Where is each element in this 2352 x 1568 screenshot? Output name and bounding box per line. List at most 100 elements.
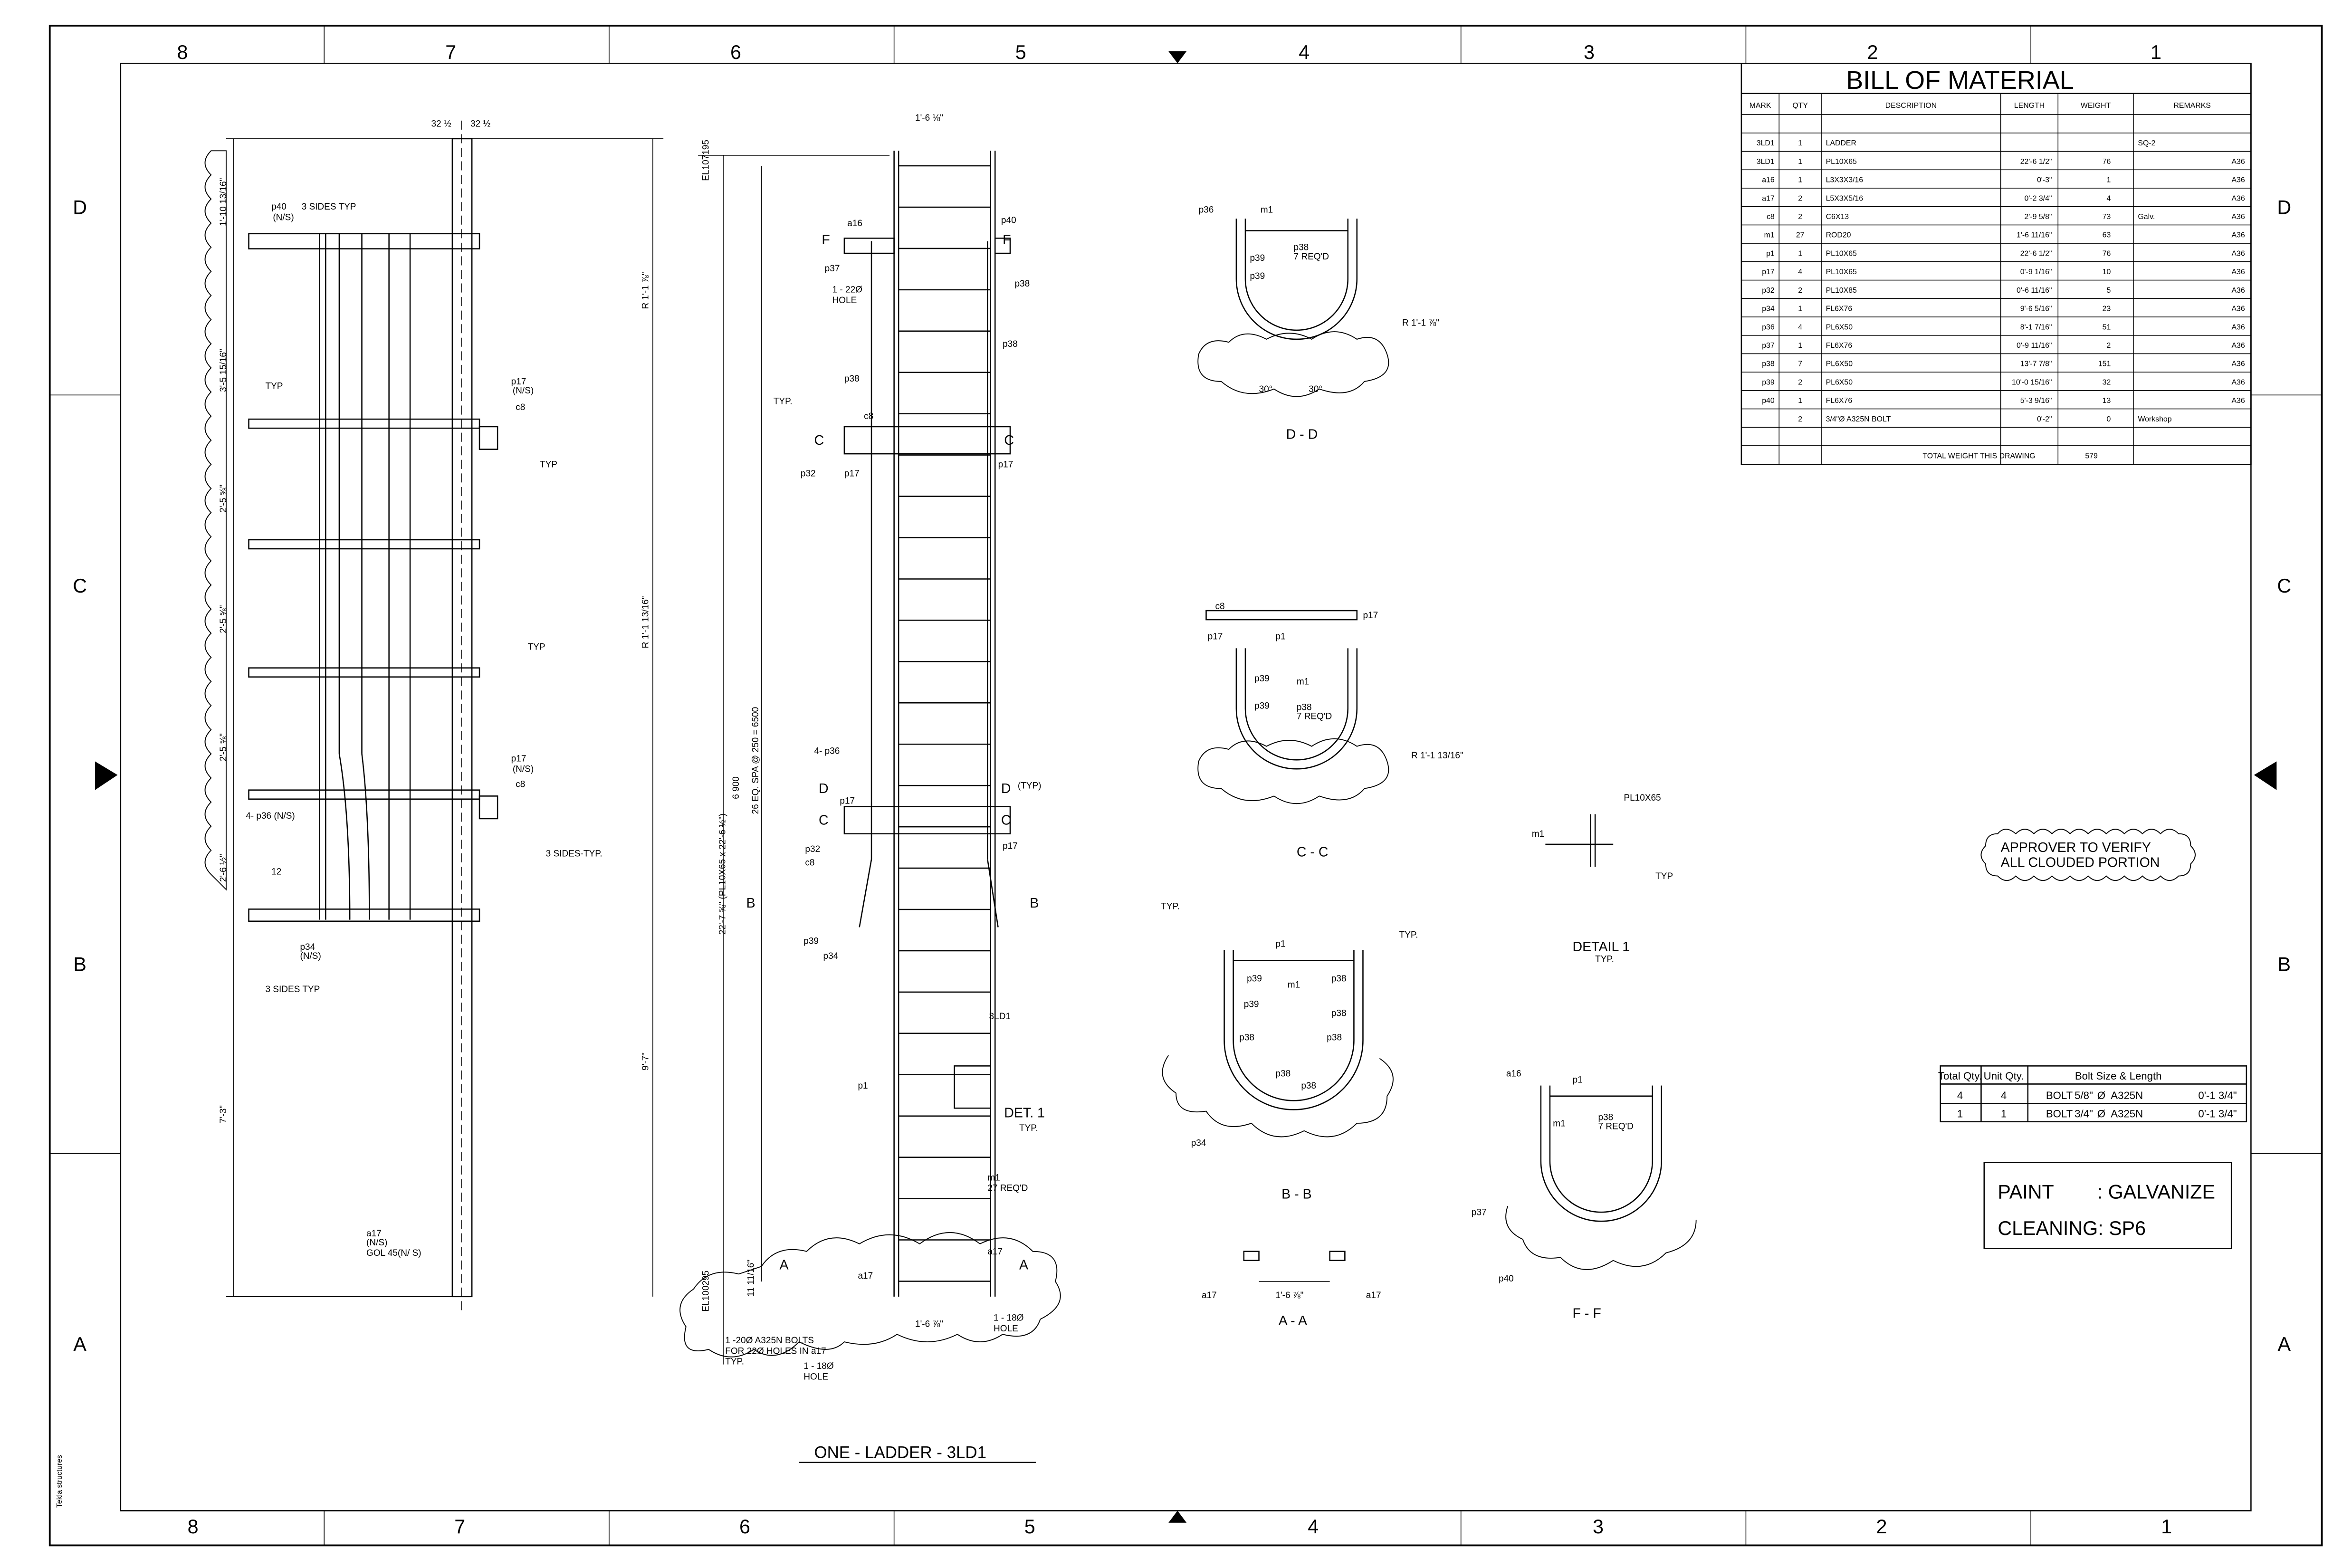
- bom-length: 22'-6 1/2": [2020, 249, 2052, 258]
- dim: 2'-5 ⅝": [219, 733, 229, 761]
- bom-grade: A36: [2231, 231, 2245, 239]
- paint-note: PAINT : GALVANIZE: [1998, 1181, 2215, 1203]
- col-label: 2: [1867, 41, 1878, 63]
- section-marker-a[interactable]: A: [1019, 1258, 1028, 1273]
- callout: 1 - 22Ø: [832, 285, 863, 295]
- paint-notes-box: PAINT : GALVANIZE CLEANING: SP6: [1983, 1162, 2232, 1249]
- bom-qty: 1: [1798, 342, 1802, 350]
- bolt-length: 0'-1 3/4": [2198, 1090, 2237, 1101]
- callout: p17: [511, 377, 526, 387]
- callout: p17: [1208, 631, 1223, 641]
- callout: a17: [366, 1229, 382, 1239]
- col-label: 6: [739, 1516, 750, 1538]
- bom-weight: 0: [2106, 415, 2111, 423]
- bom-description: PL10X85: [1826, 287, 1857, 295]
- bom-weight: 32: [2103, 378, 2111, 386]
- bom-mark: 3LD1: [1757, 158, 1775, 166]
- col-label: 5: [1024, 1516, 1035, 1538]
- callout: 30°: [1259, 384, 1273, 394]
- bolt-list-table: Total Qty. Unit Qty. Bolt Size & Length …: [1938, 1065, 2247, 1123]
- bom-mark: p34: [1762, 305, 1775, 313]
- bolt-type: BOLT: [2046, 1090, 2073, 1101]
- bom-qty: 1: [1798, 176, 1802, 184]
- section-marker-d[interactable]: D: [819, 781, 829, 796]
- bom-header: LENGTH: [2014, 102, 2045, 110]
- section-marker-d[interactable]: D: [1001, 781, 1011, 796]
- row-label: C: [2277, 575, 2291, 597]
- row-label: D: [2277, 197, 2291, 219]
- bom-weight: 10: [2103, 268, 2111, 276]
- section-marker-b[interactable]: B: [746, 896, 755, 911]
- callout: HOLE: [994, 1324, 1018, 1334]
- bolt-length: 0'-1 3/4": [2198, 1108, 2237, 1119]
- callout: p38: [1275, 1069, 1291, 1079]
- section-marker-b[interactable]: B: [1030, 896, 1039, 911]
- side-elevation-view: 32 ½ 32 ½ 1'-10 13/16" 3'-5 15/16" 2'-5 …: [204, 119, 664, 1312]
- bom-length: 13'-7 7/8": [2020, 360, 2052, 368]
- col-label: 7: [445, 41, 456, 63]
- bom-length: 8'-1 7/16": [2020, 323, 2052, 331]
- section-markers: F F C C D D C C B B A A: [746, 232, 1039, 1273]
- row-label: C: [73, 575, 87, 597]
- callout: p34: [300, 942, 315, 952]
- section-b-b: B - B TYP. TYP. p1 m1 p39 p39 p38 p38 p3…: [1161, 901, 1418, 1202]
- cleaning-note: CLEANING: SP6: [1998, 1217, 2146, 1239]
- callout: 1 - 18Ø: [994, 1313, 1024, 1323]
- dim: 2'-5 ⅝": [219, 485, 229, 513]
- sheet-border: 8 7 6 5 4 3 2 1 8 7 6 5 4 3 2 1 D C B A …: [48, 25, 2323, 1547]
- detail-callout: DET. 1: [1004, 1105, 1045, 1120]
- view-title: D - D: [1286, 427, 1318, 442]
- bom-description: ROD20: [1826, 231, 1851, 239]
- section-marker-a[interactable]: A: [779, 1258, 788, 1273]
- bom-description: LADDER: [1826, 139, 1856, 147]
- section-marker-c[interactable]: C: [814, 433, 824, 448]
- bolt-type: BOLT: [2046, 1108, 2073, 1119]
- dim: 2'-5 ⅝": [219, 605, 229, 633]
- bom-qty: 1: [1798, 139, 1802, 147]
- bom-grade: A36: [2231, 323, 2245, 331]
- callout: p38: [1003, 339, 1018, 349]
- section-marker-f[interactable]: F: [1003, 232, 1011, 248]
- section-marker-c[interactable]: C: [1004, 433, 1014, 448]
- callout: c8: [516, 402, 525, 412]
- callout: p39: [1247, 974, 1262, 984]
- callout: p39: [1244, 1000, 1259, 1010]
- callout: p38: [1014, 279, 1030, 289]
- dim: 1'-6 ⅛": [915, 113, 943, 123]
- dimension-labels: 32 ½ 32 ½ 1'-10 13/16" 3'-5 15/16" 2'-5 …: [219, 119, 650, 1259]
- section-marker-c[interactable]: C: [819, 813, 829, 828]
- bom-weight: 4: [2106, 194, 2111, 202]
- bom-description: L5X3X5/16: [1826, 194, 1864, 202]
- bom-length: 0'-6 11/16": [2017, 287, 2052, 295]
- bolt-size: 3/4": [2075, 1108, 2093, 1119]
- elevation-mark: EL107195: [701, 140, 711, 181]
- section-marker-c[interactable]: C: [1001, 813, 1011, 828]
- row-label: A: [73, 1333, 86, 1355]
- bom-length: 0'-9 11/16": [2017, 342, 2052, 350]
- bom-description: PL6X50: [1826, 360, 1853, 368]
- callout: 3 SIDES TYP: [265, 985, 320, 994]
- callout: p17: [1363, 611, 1378, 621]
- section-marker-f[interactable]: F: [822, 232, 830, 248]
- bom-qty: 2: [1798, 415, 1802, 423]
- section-marker-typ: (TYP): [1018, 781, 1042, 791]
- bom-qty: 1: [1798, 305, 1802, 313]
- col-label: 4: [1299, 41, 1310, 63]
- bom-grade: A36: [2231, 397, 2245, 405]
- callout: (N/S): [513, 386, 534, 396]
- callout: PL10X65: [1624, 793, 1661, 803]
- view-title: DETAIL 1: [1573, 939, 1630, 955]
- bom-length: 22'-6 1/2": [2020, 158, 2052, 166]
- col-label: 6: [730, 41, 741, 63]
- bom-description: PL6X50: [1826, 378, 1853, 386]
- bom-title: BILL OF MATERIAL: [1846, 66, 2074, 95]
- bom-qty: 4: [1798, 268, 1802, 276]
- bom-qty: 1: [1798, 397, 1802, 405]
- bom-length: 2'-9 5/8": [2025, 213, 2052, 221]
- bolt-header: Bolt Size & Length: [2075, 1070, 2162, 1082]
